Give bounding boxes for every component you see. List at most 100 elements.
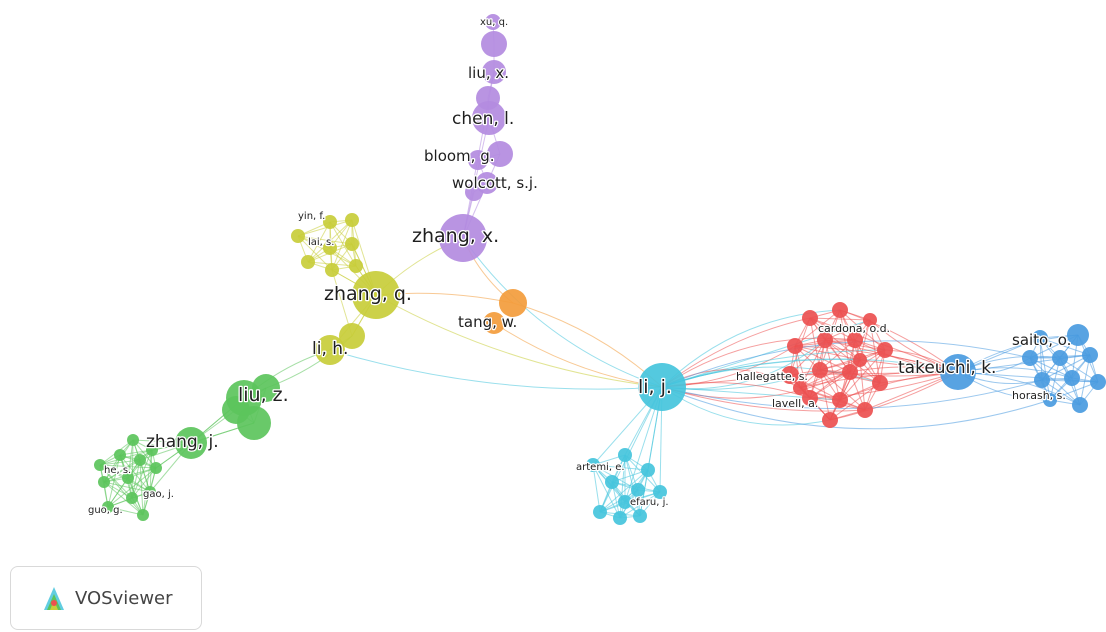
node-label-horash-s[interactable]: horash, s. (1011, 388, 1067, 404)
node-r5[interactable] (847, 332, 863, 348)
node-label-wolcott-sj[interactable]: wolcott, s.j. (451, 173, 539, 194)
node-c4[interactable] (631, 483, 645, 497)
node-artemi-e[interactable] (586, 458, 600, 472)
node-label-zhang-j[interactable]: zhang, j. (145, 431, 220, 454)
node-y6[interactable] (349, 259, 363, 273)
node-label-takeuchi-k[interactable]: takeuchi, k. (897, 357, 998, 380)
node-horash-s[interactable] (1043, 393, 1057, 407)
node-c6[interactable] (593, 505, 607, 519)
node-g7[interactable] (98, 476, 110, 488)
node-xu-q[interactable] (485, 14, 501, 30)
node-c3[interactable] (605, 475, 619, 489)
node-label-guo-g[interactable]: guo, g. (87, 504, 124, 518)
node-bloom-g[interactable] (487, 141, 513, 167)
node-g8[interactable] (122, 472, 134, 484)
node-yin-f[interactable] (345, 213, 359, 227)
node-c5[interactable] (653, 485, 667, 499)
node-label-lavell-a[interactable]: lavell, a. (771, 396, 820, 412)
node-label-efaru-j[interactable]: efaru, j. (629, 496, 670, 510)
node-r4[interactable] (817, 332, 833, 348)
node-he-s[interactable] (94, 459, 106, 471)
node-li-j[interactable] (638, 363, 686, 411)
node-p-a[interactable] (481, 31, 507, 57)
node-c8[interactable] (633, 509, 647, 523)
node-g12[interactable] (134, 454, 146, 466)
node-hallegatte-s[interactable] (781, 366, 799, 384)
node-lai-s[interactable] (345, 237, 359, 251)
node-c7[interactable] (613, 511, 627, 525)
node-label-saito-o[interactable]: saito, o. (1011, 330, 1073, 351)
node-y4[interactable] (301, 255, 315, 269)
node-b8[interactable] (1072, 397, 1088, 413)
node-r1[interactable] (802, 310, 818, 326)
node-label-li-h[interactable]: li, h. (311, 338, 350, 361)
node-zhang-q[interactable] (352, 271, 400, 319)
node-label-gao-j[interactable]: gao, j. (142, 488, 175, 502)
node-o1[interactable] (483, 312, 505, 334)
node-label-lai-s[interactable]: lai, s. (307, 236, 336, 250)
node-c2[interactable] (641, 463, 655, 477)
node-lavell-a[interactable] (802, 390, 818, 406)
node-label-chen-l[interactable]: chen, l. (451, 108, 516, 131)
node-label-hallegatte-s[interactable]: hallegatte, s. (735, 369, 809, 385)
node-label-he-s[interactable]: he, s. (103, 464, 133, 478)
vosviewer-badge[interactable]: VOSviewer (10, 566, 202, 630)
node-label-tang-w[interactable]: tang, w. (457, 312, 519, 333)
node-y1[interactable] (323, 215, 337, 229)
node-r7[interactable] (812, 362, 828, 378)
node-guo-g[interactable] (102, 501, 114, 513)
node-r14[interactable] (853, 353, 867, 367)
node-label-liu-x[interactable]: liu, x. (467, 63, 511, 84)
node-y5[interactable] (325, 263, 339, 277)
node-takeuchi-k[interactable] (940, 354, 976, 390)
node-r10[interactable] (832, 392, 848, 408)
node-b6[interactable] (1064, 370, 1080, 386)
node-y7[interactable] (339, 323, 365, 349)
node-zhang-j[interactable] (175, 427, 207, 459)
node-r12[interactable] (822, 412, 838, 428)
node-p-c[interactable] (468, 150, 488, 170)
node-label-yin-f[interactable]: yin, f. (297, 210, 327, 224)
node-b7[interactable] (1090, 374, 1106, 390)
node-label-li-j[interactable]: li, j. (637, 375, 673, 400)
node-label-zhang-x[interactable]: zhang, x. (411, 224, 501, 249)
node-b5[interactable] (1034, 372, 1050, 388)
node-g4[interactable] (127, 434, 139, 446)
node-label-artemi-e[interactable]: artemi, e. (575, 461, 626, 475)
node-r13[interactable] (793, 381, 807, 395)
node-g1[interactable] (252, 374, 280, 402)
node-label-bloom-g[interactable]: bloom, g. (423, 146, 496, 167)
node-p-d[interactable] (465, 183, 483, 201)
node-saito-o[interactable] (1067, 324, 1089, 346)
node-r8[interactable] (842, 364, 858, 380)
node-chen-l[interactable] (472, 101, 506, 135)
node-r3[interactable] (787, 338, 803, 354)
node-efaru-j[interactable] (618, 495, 632, 509)
node-r6[interactable] (877, 342, 893, 358)
node-gao-j[interactable] (144, 486, 156, 498)
node-label-cardona-od[interactable]: cardona, o.d. (817, 321, 892, 337)
node-tang-w[interactable] (499, 289, 527, 317)
node-g9[interactable] (126, 492, 138, 504)
node-b4[interactable] (1082, 347, 1098, 363)
node-b3[interactable] (1052, 350, 1068, 366)
node-r9[interactable] (872, 375, 888, 391)
node-g6[interactable] (114, 449, 126, 461)
node-cardona-od[interactable] (832, 302, 848, 318)
node-y3[interactable] (323, 241, 337, 255)
node-g5[interactable] (146, 444, 158, 456)
node-label-liu-z[interactable]: liu, z. (237, 383, 290, 408)
node-b2[interactable] (1022, 350, 1038, 366)
node-zhang-x[interactable] (439, 214, 487, 262)
node-g11[interactable] (150, 462, 162, 474)
node-label-zhang-q[interactable]: zhang, q. (323, 282, 413, 307)
node-r2[interactable] (863, 313, 877, 327)
node-liu-x[interactable] (482, 60, 506, 84)
node-c1[interactable] (618, 448, 632, 462)
node-li-h[interactable] (315, 335, 345, 365)
node-g10[interactable] (137, 509, 149, 521)
node-g3[interactable] (237, 406, 271, 440)
node-b1[interactable] (1032, 330, 1048, 346)
node-y2[interactable] (291, 229, 305, 243)
